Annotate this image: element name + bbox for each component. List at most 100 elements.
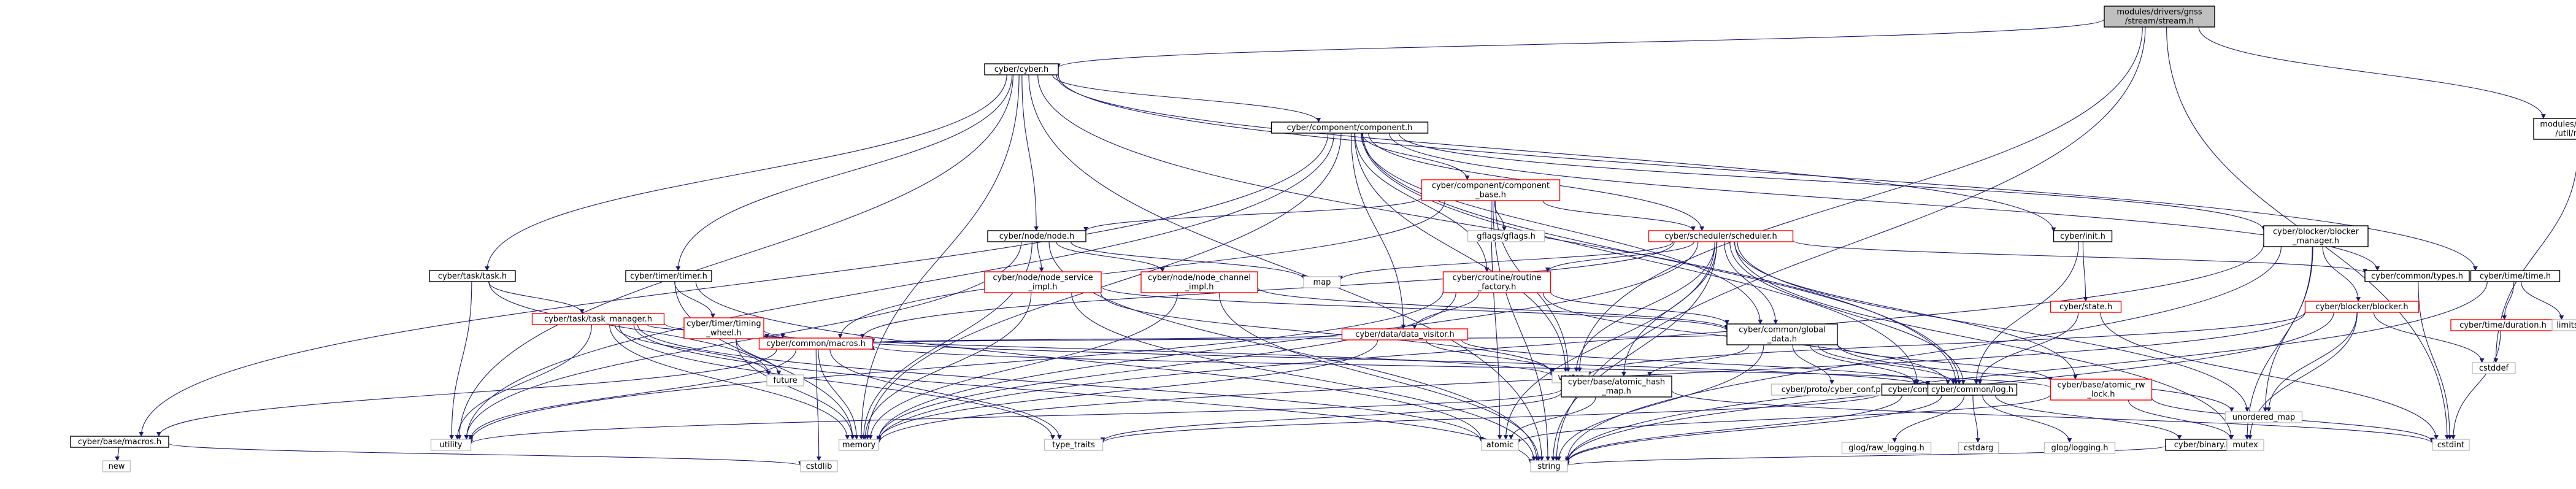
node-stream[interactable]: modules/drivers/gnss/stream/stream.h [2104,6,2215,28]
node-box [2533,118,2576,140]
node-blocker_manager[interactable]: cyber/blocker/blocker_manager.h [2263,225,2369,247]
edge-task_manager-to-utility [455,324,593,440]
edge-init-to-common_log [1974,241,2080,385]
node-component_base[interactable]: cyber/component/component_base.h [1421,179,1561,201]
node-base_macros[interactable]: cyber/base/macros.h [70,436,169,448]
edge-node_channel_impl-to-memory [868,292,1178,440]
node-common_types[interactable]: cyber/common/types.h [2364,270,2470,282]
edge-timer-to-atomic [695,281,1484,442]
node-atomic_hash_map[interactable]: cyber/base/atomic_hash_map.h [1561,375,1672,398]
node-task_manager[interactable]: cyber/task/task_manager.h [531,313,665,325]
edge-scheduler-to-routine_factory [1545,241,1694,272]
node-duration[interactable]: cyber/time/duration.h [2450,319,2556,331]
node-node_channel_impl[interactable]: cyber/node/node_channel_impl.h [1140,271,1258,293]
node-scheduler[interactable]: cyber/scheduler/scheduler.h [1648,230,1794,242]
node-gnss_macros[interactable]: modules/drivers/gnss/util/macros.h [2533,118,2576,140]
edge-cyber-to-memory [859,74,1020,440]
edge-component-to-base_macros [139,133,1329,437]
node-utility: utility [430,439,472,451]
node-box [1271,121,1429,134]
node-cstdlib: cstdlib [800,460,838,472]
node-label: mutex [2232,441,2258,450]
edge-blocker_manager-to-blocker [2322,246,2361,302]
node-common_macros[interactable]: cyber/common/macros.h [758,337,874,350]
node-state[interactable]: cyber/state.h [2050,301,2122,313]
edge-component-to-blocker_manager [1398,133,2266,231]
node-box [1044,439,1104,451]
node-blocker[interactable]: cyber/blocker/blocker.h [2304,301,2420,313]
node-task[interactable]: cyber/task/task.h [429,270,516,282]
node-routine_factory[interactable]: cyber/croutine/routine_factory.h [1442,271,1551,293]
edge-atomic_hash_map-to-atomic [1509,396,1596,440]
node-box [1421,179,1561,201]
edge-timer-to-timing_wheel [674,281,715,318]
node-label: glog/logging.h [2051,444,2109,453]
edge-global_data-to-unordered_map [1837,344,2234,412]
node-binary[interactable]: cyber/binary.h [2165,439,2240,451]
edge-node_service_impl-to-string [1071,292,1537,461]
edge-node_service_impl-to-memory [863,292,1032,440]
node-label: unordered_map [2232,413,2296,422]
node-map: map [1303,276,1341,288]
node-box [2043,442,2116,454]
edge-blocker-to-cstddef [2373,312,2485,363]
edge-atomic_rw_lock-to-common_macros [871,345,2051,388]
node-box [766,374,804,387]
node-common_log[interactable]: cyber/common/log.h [1927,383,2018,396]
edge-task_manager-to-memory [609,324,850,440]
edge-global_data-to-atomic_rw_lock [1837,344,2053,382]
node-label: cyber/timer/timer.h [630,272,707,281]
node-node[interactable]: cyber/node/node.h [987,230,1086,242]
edge-component-to-vector [1354,133,1568,372]
edge-common_macros-to-memory [818,348,859,440]
node-label: cyber/node/node_channel_impl.h [1148,273,1251,291]
node-box [2263,225,2369,247]
node-timing_wheel[interactable]: cyber/timer/timing_wheel.h [683,317,764,339]
node-timer[interactable]: cyber/timer/timer.h [625,270,712,282]
edge-common_util-to-type_traits [1100,392,1883,444]
edge-cyber-to-task [485,74,1007,271]
edge-atomic_hash_map-to-type_traits [1100,392,1562,442]
node-box [2472,362,2516,374]
node-box [1481,439,1519,451]
edge-task_manager-to-string [633,324,1533,464]
node-init[interactable]: cyber/init.h [2053,230,2113,242]
edge-common_util-to-string [1565,395,1902,463]
node-label: cyber/common/macros.h [766,339,866,348]
node-label: cstdlib [806,462,832,471]
node-box [2432,439,2470,451]
edge-node_service_impl-to-vector [1100,292,1555,375]
node-memory: memory [838,439,880,451]
edge-scheduler-to-string [1550,241,1717,461]
node-time[interactable]: cyber/time/time.h [2470,270,2561,282]
edge-component_base-to-scheduler [1542,200,1696,231]
edge-cyber-to-utility [456,74,1013,440]
edge-common_macros-to-cstdlib [815,348,821,461]
node-global_data[interactable]: cyber/common/global_data.h [1726,323,1838,345]
node-data_visitor[interactable]: cyber/data/data_visitor.h [1341,328,1469,341]
node-atomic_rw_lock[interactable]: cyber/base/atomic_rw_lock.h [2050,379,2153,401]
node-label: string [1537,462,1560,471]
edge-component_base-to-string [1493,200,1550,461]
node-box [1841,442,1932,454]
node-node_service_impl[interactable]: cyber/node/node_service_impl.h [984,271,1102,293]
node-type_traits: type_traits [1044,439,1104,451]
node-label: glog/raw_logging.h [1848,444,1924,453]
node-box [987,230,1086,242]
node-label: modules/drivers/gnss/util/macros.h [2540,120,2576,138]
node-box [2226,439,2264,451]
edge-scheduler-to-unordered_map [1737,241,2250,412]
node-label: new [109,462,125,471]
node-future: future [766,374,804,387]
node-box [1927,383,2018,396]
node-component[interactable]: cyber/component/component.h [1271,121,1429,134]
node-cyber[interactable]: cyber/cyber.h [984,63,1059,75]
edge-node-to-node_service_impl [1037,241,1044,272]
edge-routine_factory-to-memory [876,292,1456,441]
node-box [1648,230,1794,242]
node-box [2304,301,2420,313]
node-atomic: atomic [1481,439,1519,451]
node-label: cstdint [2437,441,2464,450]
node-label: cyber/binary.h [2174,441,2231,450]
